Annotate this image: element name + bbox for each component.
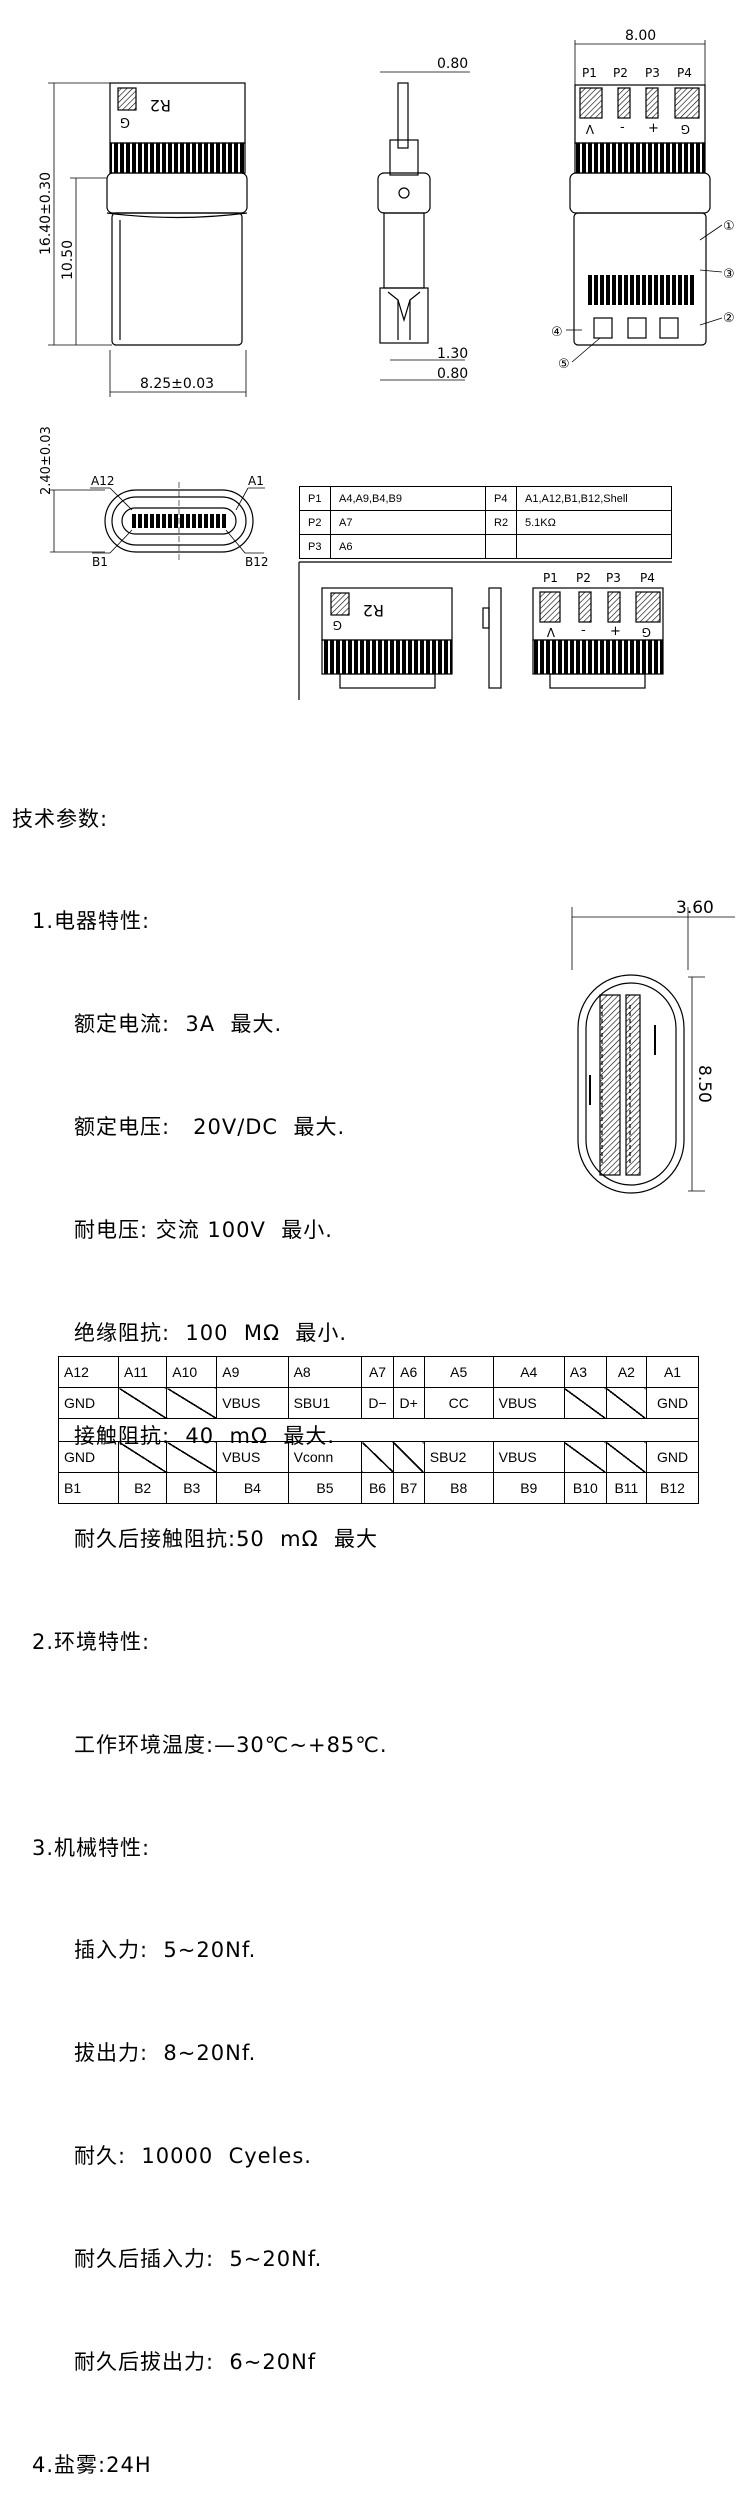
table-row: GND VBUS SBU1 D− D+ CC VBUS GND <box>58 1387 699 1419</box>
pcb-detail <box>298 561 672 700</box>
face-label-a12: A12 <box>91 474 114 488</box>
face-view <box>50 482 265 560</box>
detail-pad-mark-v: V <box>546 625 555 639</box>
spec-section: 2.环境特性: <box>32 1629 151 1654</box>
detail-pad-mark-g: G <box>333 618 342 632</box>
pin-table: A12 A11 A10 A9 A8 A7 A6 A5 A4 A3 A2 A1 G… <box>58 1356 699 1504</box>
spec-item: 耐久后插入力: 5~20Nf. <box>74 2247 323 2272</box>
spec-item: 拔出力: 8~20Nf. <box>74 2041 257 2066</box>
spec-section: 3.机械特性: <box>32 1835 151 1860</box>
face-label-b1: B1 <box>92 555 108 569</box>
pad-mark-g2: G <box>681 122 690 136</box>
spec-item: 绝缘阻抗: 100 MΩ 最小. <box>74 1321 348 1346</box>
pad-label-p2: P2 <box>613 66 628 80</box>
table-row-gap <box>58 1418 699 1442</box>
face-label-a1: A1 <box>248 474 264 488</box>
dim-back-width: 8.00 <box>625 28 656 44</box>
spec-item: 耐久后接触阻抗:50 mΩ 最大 <box>74 1526 379 1551</box>
pad-mark-minus: - <box>620 120 625 135</box>
dim-body-height: 10.50 <box>60 240 76 280</box>
detail-pcb-label: R2 <box>363 601 384 620</box>
detail-pad-p2: P2 <box>576 571 591 585</box>
dim-side-thickness: 0.80 <box>437 56 468 72</box>
pad-mark-v: V <box>585 122 594 136</box>
dim-total-height: 16.40±0.30 <box>38 172 54 255</box>
table-row: P1 A4,A9,B4,B9 P4 A1,A12,B1,B12,Shell <box>299 486 672 511</box>
callout-3: ③ <box>723 267 735 282</box>
detail-pad-mark-plus: + <box>610 624 621 639</box>
dim-lower-width: 1.30 <box>437 346 468 362</box>
callout-1: ① <box>723 219 735 234</box>
dim-lower-thick: 0.80 <box>437 366 468 382</box>
face-label-b12: B12 <box>245 555 269 569</box>
detail-pad-p3: P3 <box>606 571 621 585</box>
pad-label-p3: P3 <box>645 66 660 80</box>
spec-section: 1.电器特性: <box>32 909 151 934</box>
spec-item: 额定电压: 20V/DC 最大. <box>74 1115 346 1140</box>
side-view <box>377 71 470 381</box>
pad-label-p4: P4 <box>677 66 692 80</box>
table-row: P2 A7 R2 5.1KΩ <box>299 510 672 535</box>
spec-item: 耐久后拔出力: 6~20Nf <box>74 2349 317 2374</box>
dim-side-width: 3.60 <box>676 898 714 918</box>
spec-item: 插入力: 5~20Nf. <box>74 1938 257 1963</box>
pad-mark-g: G <box>120 114 130 129</box>
spec-title: 技术参数: <box>12 806 109 831</box>
side-profile-view: 3.60 8.50 <box>571 898 735 1194</box>
dim-side-height: 8.50 <box>694 1065 714 1103</box>
pcb-label: R2 <box>150 96 171 115</box>
dim-body-width: 8.25±0.03 <box>140 376 214 392</box>
detail-pad-p4: P4 <box>640 571 655 585</box>
spec-list: 技术参数: 1.电器特性: 额定电流: 3A 最大. 额定电压: 20V/DC … <box>12 733 388 2516</box>
spec-item: 额定电流: 3A 最大. <box>74 1012 283 1037</box>
spec-section: 4.盐雾:24H <box>32 2452 152 2477</box>
detail-pad-mark-minus: - <box>581 623 586 638</box>
spec-item: 耐电压: 交流 100V 最小. <box>74 1218 333 1243</box>
detail-pad-p1: P1 <box>543 571 558 585</box>
table-row: B1 B2 B3 B4 B5 B6 B7 B8 B9 B10 B11 B12 <box>58 1472 699 1504</box>
detail-pad-mark-g2: G <box>642 625 651 639</box>
callout-2: ② <box>723 311 735 326</box>
callout-5: ⑤ <box>558 357 570 372</box>
back-view <box>566 40 723 363</box>
spec-item: 耐久: 10000 Cyeles. <box>74 2144 312 2169</box>
pad-label-p1: P1 <box>582 66 597 80</box>
table-row: GND VBUS Vconn SBU2 VBUS GND <box>58 1441 699 1473</box>
pad-mark-plus: + <box>648 121 659 136</box>
pad-assignment-table: P1 A4,A9,B4,B9 P4 A1,A12,B1,B12,Shell P2… <box>299 486 672 559</box>
spec-item: 工作环境温度:—30℃~+85℃. <box>74 1732 388 1757</box>
dim-face-height: 2.40±0.03 <box>39 426 54 495</box>
callout-4: ④ <box>551 325 563 340</box>
table-row: P3 A6 <box>299 534 672 559</box>
table-row: A12 A11 A10 A9 A8 A7 A6 A5 A4 A3 A2 A1 <box>58 1356 699 1388</box>
drawing-canvas: R2 G 16.40±0.30 10.50 8.25±0.03 0.80 1.3… <box>38 28 735 700</box>
front-view <box>48 82 248 397</box>
